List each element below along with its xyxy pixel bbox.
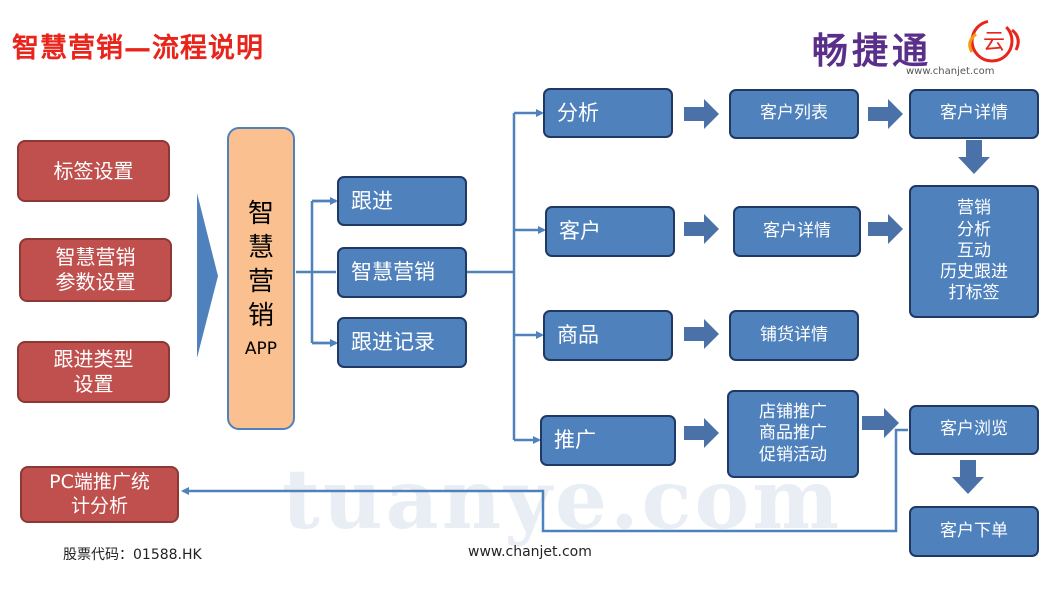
customer-order-label: 客户下单 xyxy=(940,520,1008,541)
menu-smart-marketing-label: 智慧营销 xyxy=(351,260,435,285)
menu-followup-label: 跟进 xyxy=(351,188,393,213)
customer-list-label: 客户列表 xyxy=(760,103,828,124)
settings-to-app-arrow xyxy=(197,193,218,358)
promotion-types-box: 店铺推广 商品推广 促销活动 xyxy=(727,390,859,478)
promo-sales-activity-label: 促销活动 xyxy=(759,444,827,465)
customer-detail-box: 客户详情 xyxy=(733,206,861,257)
pc-stats-label: PC端推广统 计分析 xyxy=(49,470,150,517)
app-to-menu-connector xyxy=(296,199,336,343)
app-char-3: 营 xyxy=(247,266,274,297)
footer-url: www.chanjet.com xyxy=(468,544,592,560)
menu-followup-box: 跟进 xyxy=(337,176,467,226)
category-customer-label: 客户 xyxy=(559,219,601,244)
brand-logo-text: 畅捷通 xyxy=(812,31,933,72)
action-tagging-label: 打标签 xyxy=(948,283,1000,304)
promo-store-label: 店铺推广 xyxy=(759,402,827,423)
analysis-customer-detail-box: 客户详情 xyxy=(909,89,1039,139)
category-customer-box: 客户 xyxy=(545,206,675,257)
category-goods-label: 商品 xyxy=(557,323,599,348)
logo-url: www.chanjet.com xyxy=(906,66,995,77)
order-to-pc-return-line xyxy=(181,428,908,533)
cloud-logo-icon: 云 xyxy=(968,19,1020,63)
block-arrows xyxy=(684,99,990,494)
stock-code: 股票代码：01588.HK xyxy=(63,547,202,563)
settings-tags-box: 标签设置 xyxy=(17,140,170,202)
customer-browse-label: 客户浏览 xyxy=(940,419,1008,440)
promo-goods-label: 商品推广 xyxy=(759,423,827,444)
settings-followup-type-label: 跟进类型 设置 xyxy=(53,347,134,396)
customer-browse-box: 客户浏览 xyxy=(909,405,1039,455)
app-char-4: 销 xyxy=(247,300,274,331)
action-history-label: 历史跟进 xyxy=(940,262,1008,283)
action-analysis-label: 分析 xyxy=(957,219,991,240)
marketing-to-categories-connector xyxy=(466,113,516,440)
customer-list-box: 客户列表 xyxy=(729,89,859,139)
goods-distribution-detail-box: 铺货详情 xyxy=(729,310,859,361)
category-promotion-box: 推广 xyxy=(540,415,676,466)
category-analysis-label: 分析 xyxy=(557,100,599,125)
pc-stats-box: PC端推广统 计分析 xyxy=(20,466,179,523)
settings-followup-type-box: 跟进类型 设置 xyxy=(17,341,170,403)
category-promotion-label: 推广 xyxy=(554,428,596,453)
settings-params-box: 智慧营销 参数设置 xyxy=(19,238,172,302)
app-char-2: 慧 xyxy=(247,232,274,263)
page-title: 智慧营销—流程说明 xyxy=(12,33,264,64)
menu-followup-records-label: 跟进记录 xyxy=(351,330,435,355)
menu-smart-marketing-box: 智慧营销 xyxy=(337,247,467,298)
customer-detail-label: 客户详情 xyxy=(763,220,831,241)
category-goods-box: 商品 xyxy=(543,310,673,361)
customer-order-box: 客户下单 xyxy=(909,506,1039,557)
smart-marketing-app-box: 智 慧 营 销 APP xyxy=(227,127,295,430)
app-char-1: 智 xyxy=(247,198,274,229)
analysis-customer-detail-label: 客户详情 xyxy=(940,103,1008,124)
logo-badge-text: 云 xyxy=(983,30,1005,55)
category-analysis-box: 分析 xyxy=(543,88,673,138)
customer-actions-box: 营销 分析 互动 历史跟进 打标签 xyxy=(909,185,1039,318)
settings-params-label: 智慧营销 参数设置 xyxy=(55,245,136,294)
menu-followup-records-box: 跟进记录 xyxy=(337,317,467,368)
action-interaction-label: 互动 xyxy=(957,240,991,261)
settings-tags-label: 标签设置 xyxy=(53,158,134,183)
app-label: APP xyxy=(244,338,278,359)
action-marketing-label: 营销 xyxy=(957,198,991,219)
goods-distribution-detail-label: 铺货详情 xyxy=(760,324,828,345)
